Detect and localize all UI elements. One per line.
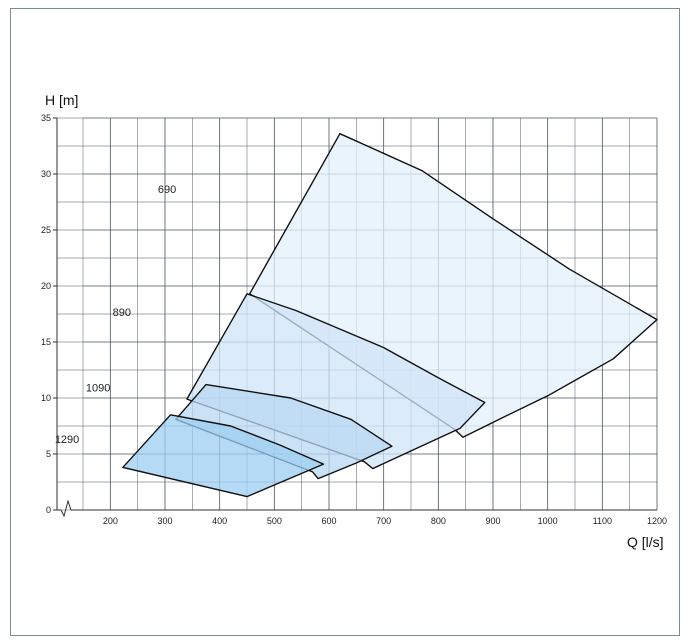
x-tick-label: 700 [376,516,391,526]
series-label-1290: 1290 [55,434,79,446]
series-layer: 690 890 1090 1290 [55,132,658,498]
y-tick-label: 30 [41,169,51,179]
series-region-1290 [122,414,325,498]
series-region-1090 [175,383,393,480]
y-tick-label: 25 [41,225,51,235]
pump-performance-chart: 690 890 1090 1290 0 5 10 15 20 25 30 35 200 300 400 50… [41,92,667,550]
axis-layer: 0 5 10 15 20 25 30 35 200 300 400 500 600 700 800 900 10… [41,113,667,526]
series-region-690 [248,132,658,438]
series-label-1090: 1090 [86,382,110,394]
y-tick-label: 35 [41,113,51,123]
axis-break-icon [60,499,72,518]
x-tick-label: 900 [485,516,500,526]
y-tick-label: 5 [46,449,51,459]
x-tick-label: 300 [157,516,172,526]
x-tick-label: 400 [212,516,227,526]
y-tick-label: 10 [41,393,51,403]
x-tick-label: 1100 [593,516,612,526]
chart-frame: 690 890 1090 1290 0 5 10 15 20 25 30 35 200 300 400 50… [10,8,680,636]
x-tick-label: 1200 [647,516,667,526]
y-axis-label: H [m] [45,92,78,108]
y-tick-label: 20 [41,281,51,291]
y-tick-label: 0 [46,505,51,515]
x-tick-label: 1000 [538,516,558,526]
x-tick-label: 500 [267,516,282,526]
x-tick-label: 200 [103,516,118,526]
x-tick-label: 600 [321,516,336,526]
series-label-690: 690 [158,184,176,196]
series-label-890: 890 [113,307,131,319]
y-tick-label: 15 [41,337,51,347]
x-tick-label: 800 [431,516,446,526]
x-axis-label: Q [l/s] [627,534,664,550]
